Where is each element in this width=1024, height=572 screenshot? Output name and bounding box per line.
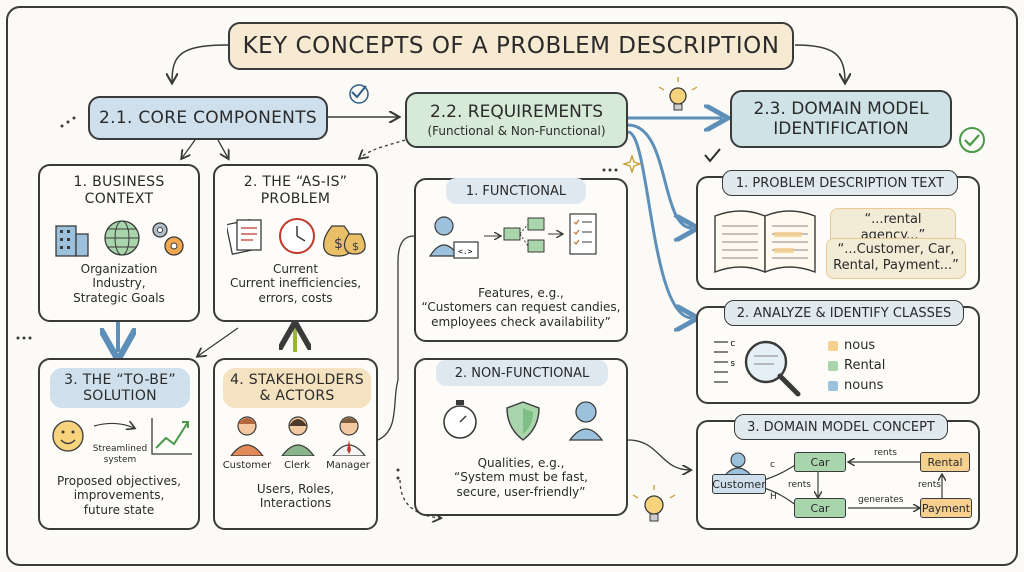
user-icon	[568, 401, 604, 441]
globe-icon	[104, 220, 140, 256]
swap-arrows-icon	[93, 423, 134, 428]
multiplicity-h: H	[770, 492, 777, 502]
functional-desc: Features, e.g.,“Customers can request ca…	[421, 286, 621, 329]
stopwatch-icon	[443, 400, 477, 439]
class-legend: nous Rental nouns	[828, 336, 885, 396]
non-functional-title: 2. NON-FUNCTIONAL	[436, 360, 608, 386]
relation-rents-2: rents	[788, 480, 811, 490]
uml-class-car-2: Car	[794, 498, 846, 518]
functional-title: 1. FUNCTIONAL	[446, 178, 586, 204]
non-functional-desc: Qualities, e.g.,“System must be fast,sec…	[453, 456, 588, 499]
svg-text:s: s	[730, 359, 735, 369]
analyze-title: 2. ANALYZE & IDENTIFY CLASSES	[724, 300, 964, 326]
problem-text-card: 1. PROBLEM DESCRIPTION TEXT “...rental a…	[696, 170, 980, 290]
core-components-header: 2.1. CORE COMPONENTS	[88, 96, 328, 140]
relation-rents-3: rents	[918, 480, 941, 490]
book-icon	[714, 210, 816, 274]
smiley-icon	[52, 420, 84, 452]
as-is-icons: $$	[227, 218, 366, 257]
uml-class-customer: Customer	[712, 474, 766, 494]
as-is-title: 2. THE “AS-IS”PROBLEM	[243, 174, 348, 207]
requirements-header-subtitle: (Functional & Non-Functional)	[427, 124, 606, 138]
svg-text:$: $	[352, 240, 359, 253]
clerk-avatar-icon	[281, 416, 315, 456]
business-icons	[55, 220, 184, 257]
checklist-icon	[569, 213, 597, 255]
quote-classes: “...Customer, Car,Rental, Payment...”	[826, 238, 966, 279]
multiplicity-c: c	[770, 460, 775, 470]
svg-text:$: $	[334, 236, 343, 252]
non-functional-card: 2. NON-FUNCTIONAL Qualities, e.g.,“Syste…	[414, 358, 628, 516]
manager-avatar-icon	[332, 416, 366, 456]
actor-icons	[230, 416, 366, 456]
relation-rents-1: rents	[874, 448, 897, 458]
customer-avatar-icon	[230, 416, 264, 456]
to-be-icons	[52, 418, 192, 455]
stakeholders-title: 4. STAKEHOLDERS& ACTORS	[223, 368, 371, 408]
shield-icon	[506, 401, 540, 441]
legend-item-rental: Rental	[828, 356, 885, 376]
customer-actor-icon	[725, 452, 751, 475]
actor-label-manager: Manager	[326, 460, 370, 471]
money-bag-icon: $$	[323, 225, 366, 257]
svg-text:<.>: <.>	[458, 247, 473, 256]
uml-class-payment: Payment	[920, 498, 972, 518]
to-be-desc: Proposed objectives,improvements,future …	[57, 474, 181, 517]
uml-class-car: Car	[794, 452, 846, 472]
functional-card: 1. FUNCTIONAL <.> Features, e.g.,“Custom…	[414, 178, 628, 342]
domain-model-header: 2.3. DOMAIN MODEL IDENTIFICATION	[730, 90, 952, 148]
clock-icon	[279, 218, 315, 254]
page-title: KEY CONCEPTS OF A PROBLEM DESCRIPTION	[228, 22, 794, 70]
flowchart-icon	[484, 217, 562, 253]
stakeholders-desc: Users, Roles,Interactions	[256, 482, 335, 511]
actor-label-clerk: Clerk	[284, 460, 310, 471]
user-computer-icon: <.>	[428, 216, 479, 259]
problem-text-title: 1. PROBLEM DESCRIPTION TEXT	[722, 170, 958, 196]
concept-title: 3. DOMAIN MODEL CONCEPT	[734, 414, 948, 440]
stakeholders-card: 4. STAKEHOLDERS& ACTORS Customer Clerk M…	[213, 358, 378, 530]
actor-label-customer: Customer	[222, 460, 272, 471]
legend-item-nouns: nouns	[828, 376, 885, 396]
growth-chart-icon	[151, 418, 192, 455]
functional-icons: <.>	[428, 213, 597, 259]
to-be-title: 3. THE “TO-BE”SOLUTION	[50, 368, 190, 408]
svg-text:c: c	[730, 339, 735, 349]
relation-generates: generates	[858, 495, 904, 505]
requirements-header-title: 2.2. REQUIREMENTS	[429, 102, 604, 122]
legend-item-nous: nous	[828, 336, 885, 356]
requirements-header: 2.2. REQUIREMENTS (Functional & Non-Func…	[405, 92, 628, 148]
gears-icon	[152, 222, 184, 256]
domain-concept-card: 3. DOMAIN MODEL CONCEPT Customer Car Car…	[696, 414, 980, 530]
building-icon	[55, 225, 89, 257]
magnifier-icon: cs	[714, 339, 801, 397]
non-functional-icons	[443, 400, 604, 441]
documents-icon	[227, 219, 262, 255]
domain-header-line1: 2.3. DOMAIN MODEL	[753, 99, 929, 119]
page-frame	[6, 6, 1018, 566]
uml-class-rental: Rental	[920, 452, 970, 472]
domain-header-line2: IDENTIFICATION	[773, 119, 909, 139]
